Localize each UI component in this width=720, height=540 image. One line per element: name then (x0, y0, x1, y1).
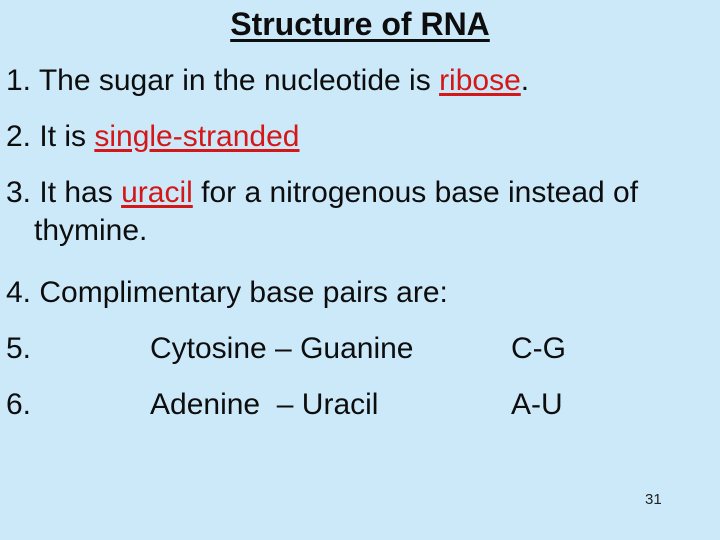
base-pair-adenine-uracil: Adenine – Uracil (150, 388, 379, 421)
bullet-1-period: . (520, 64, 530, 97)
bullet-1-text: 1. The sugar in the nucleotide is (6, 64, 440, 97)
base-pair-cytosine-guanine: Cytosine – Guanine (150, 332, 414, 365)
slide-title: Structure of RNA (6, 4, 714, 44)
bullet-6-number: 6. (6, 388, 32, 421)
bullet-3-text: 3. It has (6, 176, 122, 209)
highlighted-term-uracil: uracil (121, 176, 193, 209)
bullet-5-number: 5. (6, 332, 32, 365)
bullet-point-3: 3. It has uracil for a nitrogenous base … (6, 174, 714, 250)
bullet-4-text: 4. Complimentary base pairs are: (6, 276, 448, 309)
base-pair-abbrev-cg: C-G (511, 332, 566, 365)
bullet-point-1: 1. The sugar in the nucleotide is ribose… (6, 62, 714, 100)
page-number: 31 (645, 491, 662, 508)
bullet-3-post: for a nitrogenous base instead of (192, 176, 639, 209)
bullet-point-5: 5. Cytosine – Guanine C-G (6, 330, 714, 368)
base-pair-abbrev-au: A-U (511, 388, 563, 421)
bullet-point-2: 2. It is single-stranded (6, 118, 714, 156)
bullet-point-6: 6. Adenine – Uracil A-U (6, 386, 714, 424)
bullet-2-text: 2. It is (6, 120, 95, 153)
bullet-3-line2: thymine. (34, 214, 148, 247)
slide-title-text: Structure of RNA (230, 6, 490, 42)
highlighted-term-single-stranded: single-stranded (94, 120, 300, 153)
bullet-point-4: 4. Complimentary base pairs are: (6, 274, 714, 312)
highlighted-term-ribose: ribose (439, 64, 521, 97)
